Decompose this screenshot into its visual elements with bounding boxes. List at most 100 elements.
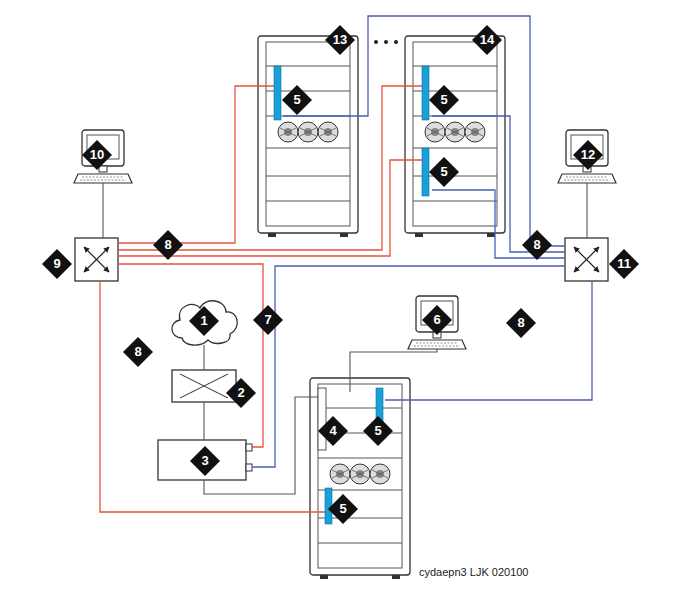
red-wire	[118, 86, 424, 250]
network-card	[376, 388, 383, 422]
callout-diamond	[506, 308, 536, 338]
callout-number: 4	[318, 416, 348, 446]
gateway-box	[158, 440, 246, 480]
grey-wire	[203, 345, 204, 370]
blue-wire	[432, 116, 565, 252]
grey-wire	[350, 349, 437, 392]
computer-terminal	[408, 296, 466, 349]
callout-number: 12	[573, 140, 603, 170]
callout-text: 8	[153, 230, 183, 260]
callout-number: 13	[325, 25, 355, 55]
callout-number: 8	[153, 230, 183, 260]
callout-text: 14	[472, 25, 502, 55]
callout-text: 11	[609, 249, 639, 279]
callout-diamond	[282, 85, 312, 115]
gateway-box	[246, 464, 252, 471]
callout-diamond	[325, 25, 355, 55]
server-rack	[405, 36, 505, 237]
callout-number: 1	[189, 306, 219, 336]
server-rack	[310, 378, 410, 579]
callout-text: 9	[42, 249, 72, 279]
callout-diamond	[153, 230, 183, 260]
callout-diamond	[82, 140, 112, 170]
callout-number: 5	[282, 85, 312, 115]
network-switch	[565, 238, 608, 281]
callout-text: 7	[253, 305, 283, 335]
callout-text: 5	[363, 416, 393, 446]
callout-number: 11	[609, 249, 639, 279]
callout-text: 5	[429, 85, 459, 115]
callout-diamond	[123, 337, 153, 367]
callout-text: 5	[429, 157, 459, 187]
callout-number: 9	[42, 249, 72, 279]
red-wire	[118, 264, 263, 447]
callout-text: 1	[189, 306, 219, 336]
callout-diamond	[363, 416, 393, 446]
callout-number: 14	[472, 25, 502, 55]
callout-text: 8	[522, 230, 552, 260]
ellipsis-dots	[394, 40, 398, 44]
computer-terminal	[558, 130, 616, 183]
router-box	[172, 370, 236, 402]
callout-text: 6	[422, 305, 452, 335]
router-box	[172, 370, 236, 402]
gateway-box	[158, 440, 252, 480]
red-wire	[100, 281, 328, 512]
grey-wire	[203, 402, 204, 440]
callout-diamond	[422, 305, 452, 335]
server-rack	[258, 36, 358, 237]
callout-number: 10	[82, 140, 112, 170]
network-card	[318, 388, 326, 450]
callout-text: 2	[226, 378, 256, 408]
figure-id-text: cydaepn3 LJK 020100	[419, 566, 528, 578]
callout-diamond	[472, 25, 502, 55]
callout-diamond	[429, 85, 459, 115]
callout-diamond	[189, 306, 219, 336]
computer-terminal	[74, 130, 132, 183]
callout-diamond	[609, 249, 639, 279]
blue-wire	[283, 16, 565, 246]
network-card	[422, 66, 429, 120]
callout-number: 8	[123, 337, 153, 367]
callout-number: 5	[429, 85, 459, 115]
callout-diamond	[328, 494, 358, 524]
network-card	[274, 66, 429, 524]
red-wire	[118, 86, 276, 243]
callout-text: 8	[506, 308, 536, 338]
callout-number: 6	[422, 305, 452, 335]
network-card	[325, 488, 332, 524]
callout-diamond	[429, 157, 459, 187]
gateway-box	[246, 444, 252, 451]
callout-text: 5	[328, 494, 358, 524]
red-wire	[100, 86, 424, 512]
callout-number: 5	[328, 494, 358, 524]
callout-number: 8	[522, 230, 552, 260]
grey-wire	[586, 183, 587, 238]
callout-text: 13	[325, 25, 355, 55]
callout-diamond	[573, 140, 603, 170]
callout-diamond	[522, 230, 552, 260]
callout-diamond	[42, 249, 72, 279]
callout-text: 8	[123, 337, 153, 367]
grey-wire	[103, 183, 587, 494]
network-switch	[75, 238, 118, 281]
network-card	[422, 148, 429, 196]
callout-diamond	[226, 378, 256, 408]
callout-number: 3	[190, 446, 220, 476]
ellipsis-dots	[374, 40, 378, 44]
ellipsis-dots	[374, 40, 398, 44]
callout-number: 5	[429, 157, 459, 187]
callout-number: 7	[253, 305, 283, 335]
grey-wire	[102, 183, 103, 238]
callout-text: 3	[190, 446, 220, 476]
callout-diamond	[253, 305, 283, 335]
callout-diamond	[318, 416, 348, 446]
callout-text: 12	[573, 140, 603, 170]
figure-id: cydaepn3 LJK 020100	[418, 566, 529, 578]
callout-number: 8	[506, 308, 536, 338]
callout-text: 4	[318, 416, 348, 446]
callout-number: 5	[363, 416, 393, 446]
network-card	[274, 66, 281, 120]
